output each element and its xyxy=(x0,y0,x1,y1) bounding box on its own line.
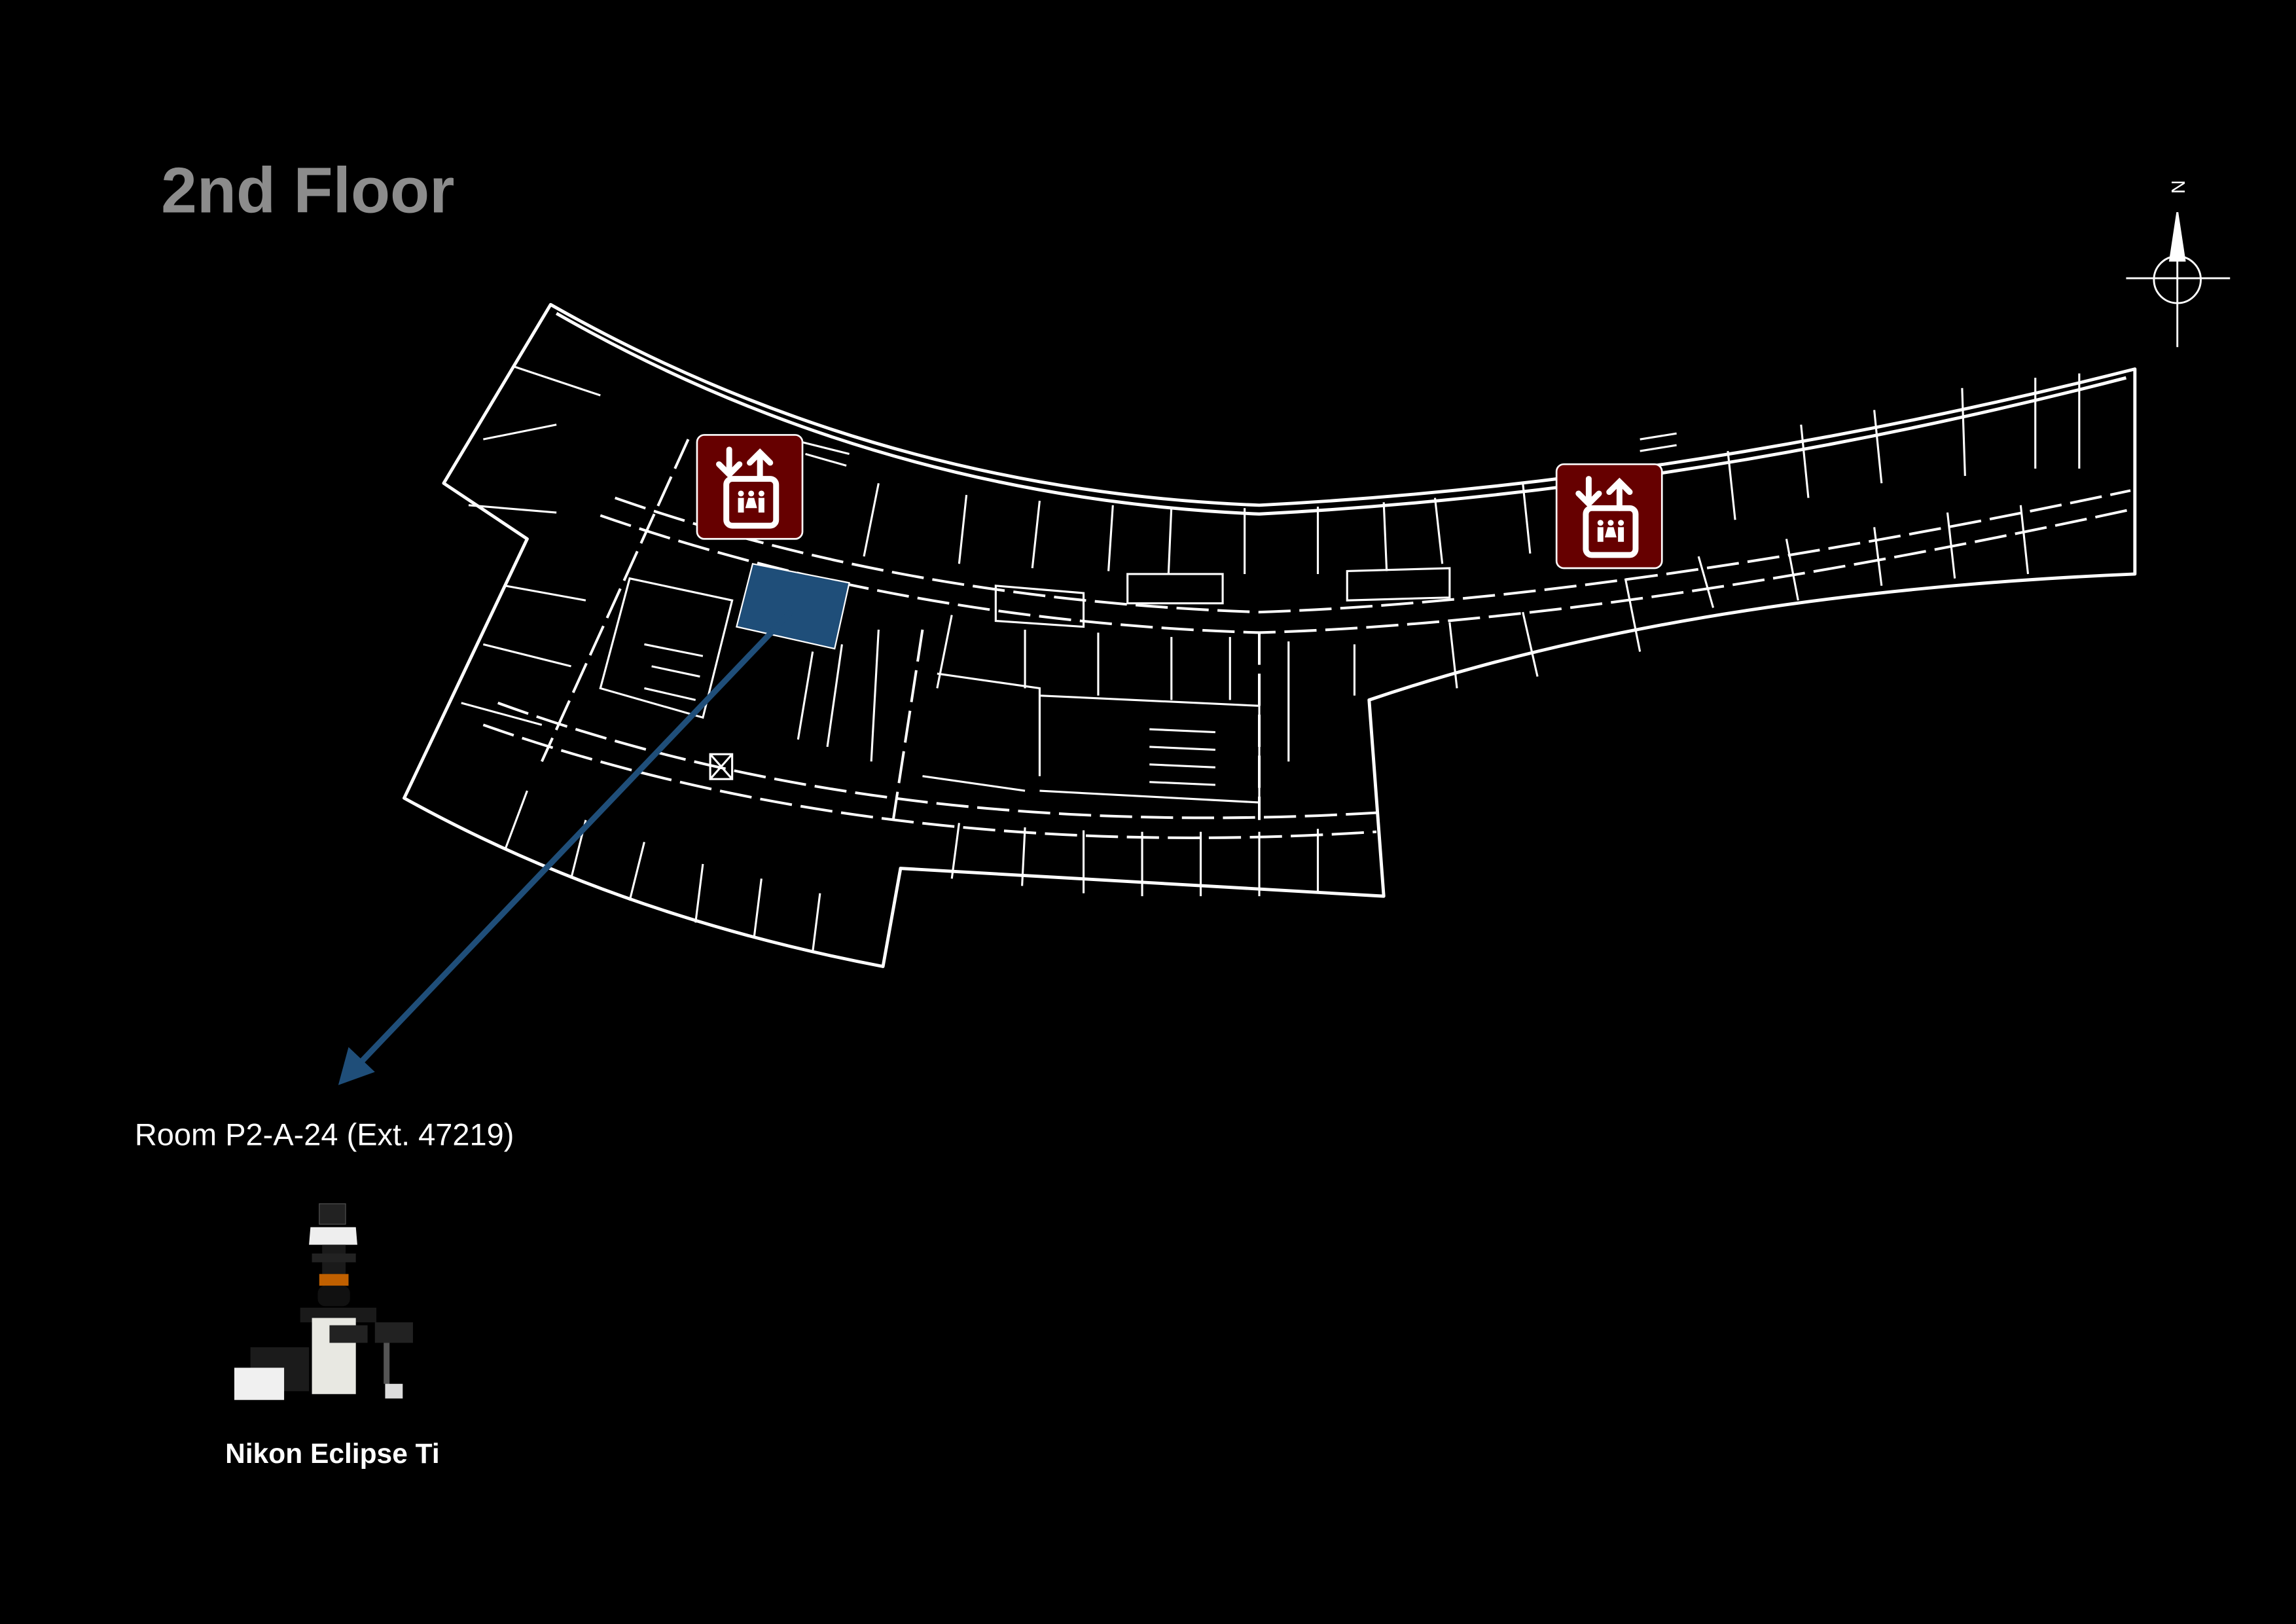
elevator-icon xyxy=(696,434,804,540)
microscope-image xyxy=(234,1203,413,1400)
elevator-icon xyxy=(1555,463,1663,569)
highlighted-room[interactable] xyxy=(735,563,850,650)
location-pointer-arrow xyxy=(338,610,793,1085)
north-arrow-compass-icon: N xyxy=(2126,180,2231,348)
equipment-name: Nikon Eclipse Ti xyxy=(225,1439,440,1470)
floor-plan xyxy=(403,302,2137,968)
room-label: Room P2-A-24 (Ext. 47219) xyxy=(135,1117,514,1151)
floor-title: 2nd Floor xyxy=(161,154,454,226)
compass-north-label: N xyxy=(2167,180,2188,194)
